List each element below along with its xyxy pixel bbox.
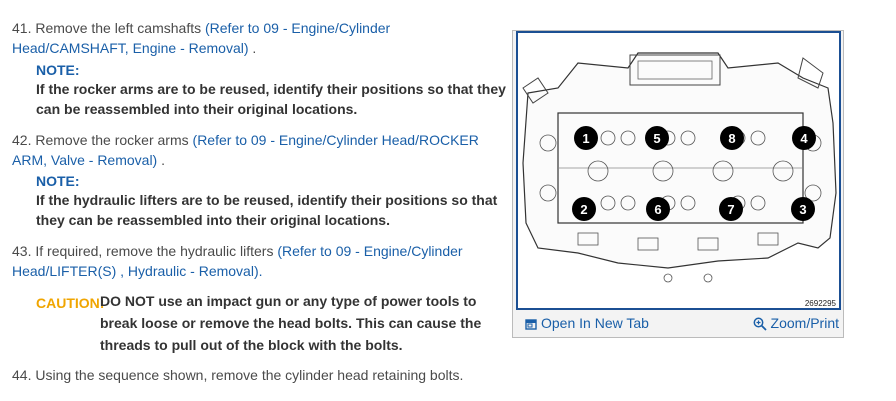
caution-label: CAUTION: [36, 295, 105, 311]
cylinder-head-bolt-sequence-illustration[interactable]: 1 5 8 4 2 6 7 3 2692295 [516, 31, 841, 310]
step-43-reference-link[interactable]: (Refer to 09 - Engine/Cylinder Head/LIFT… [12, 243, 463, 279]
new-tab-icon [525, 319, 537, 330]
step-number: 44. [12, 367, 32, 383]
engine-diagram: 1 5 8 4 2 6 7 3 2692295 [522, 52, 837, 308]
bolt-callout-1: 1 [574, 126, 598, 150]
figure-id: 2692295 [805, 299, 837, 308]
note-text: If the hydraulic lifters are to be reuse… [36, 192, 498, 228]
figure-panel: 1 5 8 4 2 6 7 3 2692295 Open In New Tab [512, 30, 844, 338]
bolt-callout-4: 4 [792, 126, 816, 150]
bolt-callout-2: 2 [572, 197, 596, 221]
step-44: 44. Using the sequence shown, remove the… [12, 365, 492, 385]
step-number: 41. [12, 20, 32, 36]
zoom-icon [753, 317, 767, 331]
open-tab-label: Open In New Tab [541, 315, 649, 331]
step-suffix: . [157, 152, 165, 168]
svg-text:3: 3 [799, 202, 806, 217]
note-label: NOTE: [36, 173, 80, 189]
step-42: 42. Remove the rocker arms (Refer to 09 … [12, 130, 492, 170]
note-text: If the rocker arms are to be reused, ide… [36, 81, 506, 117]
bolt-callout-5: 5 [645, 126, 669, 150]
open-in-new-tab-link[interactable]: Open In New Tab [525, 315, 649, 331]
figure-actions: Open In New Tab Zoom/Print [513, 312, 843, 336]
step-text: Remove the left camshafts [35, 20, 202, 36]
step-text: Remove the rocker arms [35, 132, 189, 148]
step-43: 43. If required, remove the hydraulic li… [12, 241, 492, 281]
step-text: Using the sequence shown, remove the cyl… [35, 367, 464, 383]
svg-text:7: 7 [727, 202, 734, 217]
svg-text:6: 6 [654, 202, 661, 217]
caution-text: DO NOT use an impact gun or any type of … [100, 293, 482, 353]
step-42-reference-link[interactable]: (Refer to 09 - Engine/Cylinder Head/ROCK… [12, 132, 479, 168]
step-suffix: . [248, 40, 257, 56]
step-number: 43. [12, 243, 32, 259]
bolt-callout-6: 6 [646, 197, 670, 221]
svg-text:2: 2 [580, 202, 587, 217]
bolt-callout-7: 7 [719, 197, 743, 221]
svg-text:4: 4 [800, 131, 808, 146]
bolt-callout-8: 8 [720, 126, 744, 150]
zoom-print-label: Zoom/Print [770, 315, 839, 331]
step-number: 42. [12, 132, 32, 148]
step-41: 41. Remove the left camshafts (Refer to … [12, 18, 492, 58]
svg-text:1: 1 [582, 131, 589, 146]
step-text: If required, remove the hydraulic lifter… [35, 243, 274, 259]
zoom-print-link[interactable]: Zoom/Print [753, 315, 839, 331]
bolt-callout-3: 3 [791, 197, 815, 221]
step-41-reference-link[interactable]: (Refer to 09 - Engine/Cylinder Head/CAMS… [12, 20, 391, 56]
note-label: NOTE: [36, 62, 80, 78]
svg-text:5: 5 [653, 131, 660, 146]
svg-text:8: 8 [728, 131, 735, 146]
